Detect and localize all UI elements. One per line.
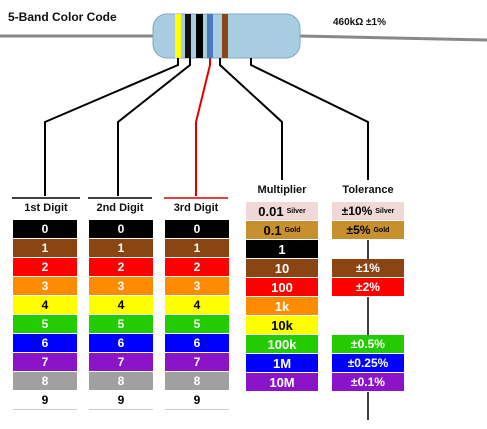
band-4 [207, 14, 213, 58]
diagram-title: 5-Band Color Code [8, 10, 117, 24]
digit-3-cell-8: 8 [165, 372, 229, 391]
band-1 [175, 14, 181, 58]
header-tolerance: Tolerance [342, 184, 394, 196]
pointer-tolerance [250, 58, 369, 180]
multiplier-cell-5: 1k [246, 297, 318, 316]
header-2nd-digit: 2nd Digit [96, 202, 144, 214]
tolerance-cell-6: ±0.1% [332, 373, 404, 392]
digit-2-cell-6: 6 [89, 334, 153, 353]
multiplier-cell-7: 100k [246, 335, 318, 354]
tolerance-cell-3: ±2% [332, 278, 404, 297]
right-lead [299, 34, 487, 42]
tolerance-cell-4: ±0.5% [332, 335, 404, 354]
header-3rd-digit: 3rd Digit [173, 202, 219, 214]
digit-1-cell-0: 0 [13, 220, 77, 239]
multiplier-cell-3: 10 [246, 259, 318, 278]
multiplier-cell-9: 10M [246, 373, 318, 392]
digit-3-cell-0: 0 [165, 220, 229, 239]
digit-3-cell-7: 7 [165, 353, 229, 372]
band-2 [185, 14, 191, 58]
digit-3-cell-3: 3 [165, 277, 229, 296]
tolerance-cell-2: ±1% [332, 259, 404, 278]
digit-3-cell-9: 9 [165, 391, 229, 410]
digit-2-cell-7: 7 [89, 353, 153, 372]
digit-2-cell-5: 5 [89, 315, 153, 334]
digit-3-cell-4: 4 [165, 296, 229, 315]
digit-2-cell-2: 2 [89, 258, 153, 277]
digit-1-cell-6: 6 [13, 334, 77, 353]
multiplier-cell-4: 100 [246, 278, 318, 297]
multiplier-cell-2: 1 [246, 240, 318, 259]
digit-1-cell-5: 5 [13, 315, 77, 334]
digit-2-cell-3: 3 [89, 277, 153, 296]
digit-3-cell-6: 6 [165, 334, 229, 353]
digit-1-cell-8: 8 [13, 372, 77, 391]
digit-1-cell-9: 9 [13, 391, 77, 410]
multiplier-cell-6: 10k [246, 316, 318, 335]
digit-3-cell-5: 5 [165, 315, 229, 334]
digit-3-cell-1: 1 [165, 239, 229, 258]
header-1st-digit: 1st Digit [24, 202, 68, 214]
tolerance-cell-5: ±0.25% [332, 354, 404, 373]
digit-2-cell-4: 4 [89, 296, 153, 315]
digit-1-cell-2: 2 [13, 258, 77, 277]
digit-1-cell-1: 1 [13, 239, 77, 258]
pointer-1st-digit [44, 58, 179, 196]
digit-2-cell-1: 1 [89, 239, 153, 258]
header-multiplier: Multiplier [257, 184, 307, 196]
digit-2-cell-0: 0 [89, 220, 153, 239]
pointer-3rd-digit [195, 58, 211, 196]
digit-1-cell-3: 3 [13, 277, 77, 296]
digit-3-cell-2: 2 [165, 258, 229, 277]
band-3 [196, 14, 203, 58]
digit-1-cell-4: 4 [13, 296, 77, 315]
pointer-2nd-digit [117, 58, 191, 196]
digit-2-cell-8: 8 [89, 372, 153, 391]
tolerance-column: ±10%Silver±5%Gold ±1%±2% ±0.5%±0.25%±0.1% [332, 202, 404, 402]
digit-1-cell-7: 7 [13, 353, 77, 372]
tolerance-cell-0: ±10%Silver [332, 202, 404, 221]
pointer-multiplier [219, 58, 283, 180]
resistor-value-label: 460kΩ ±1% [333, 17, 386, 28]
digit-2-cell-9: 9 [89, 391, 153, 410]
band-5 [222, 14, 228, 58]
tolerance-cell-1: ±5%Gold [332, 221, 404, 240]
multiplier-cell-8: 1M [246, 354, 318, 373]
